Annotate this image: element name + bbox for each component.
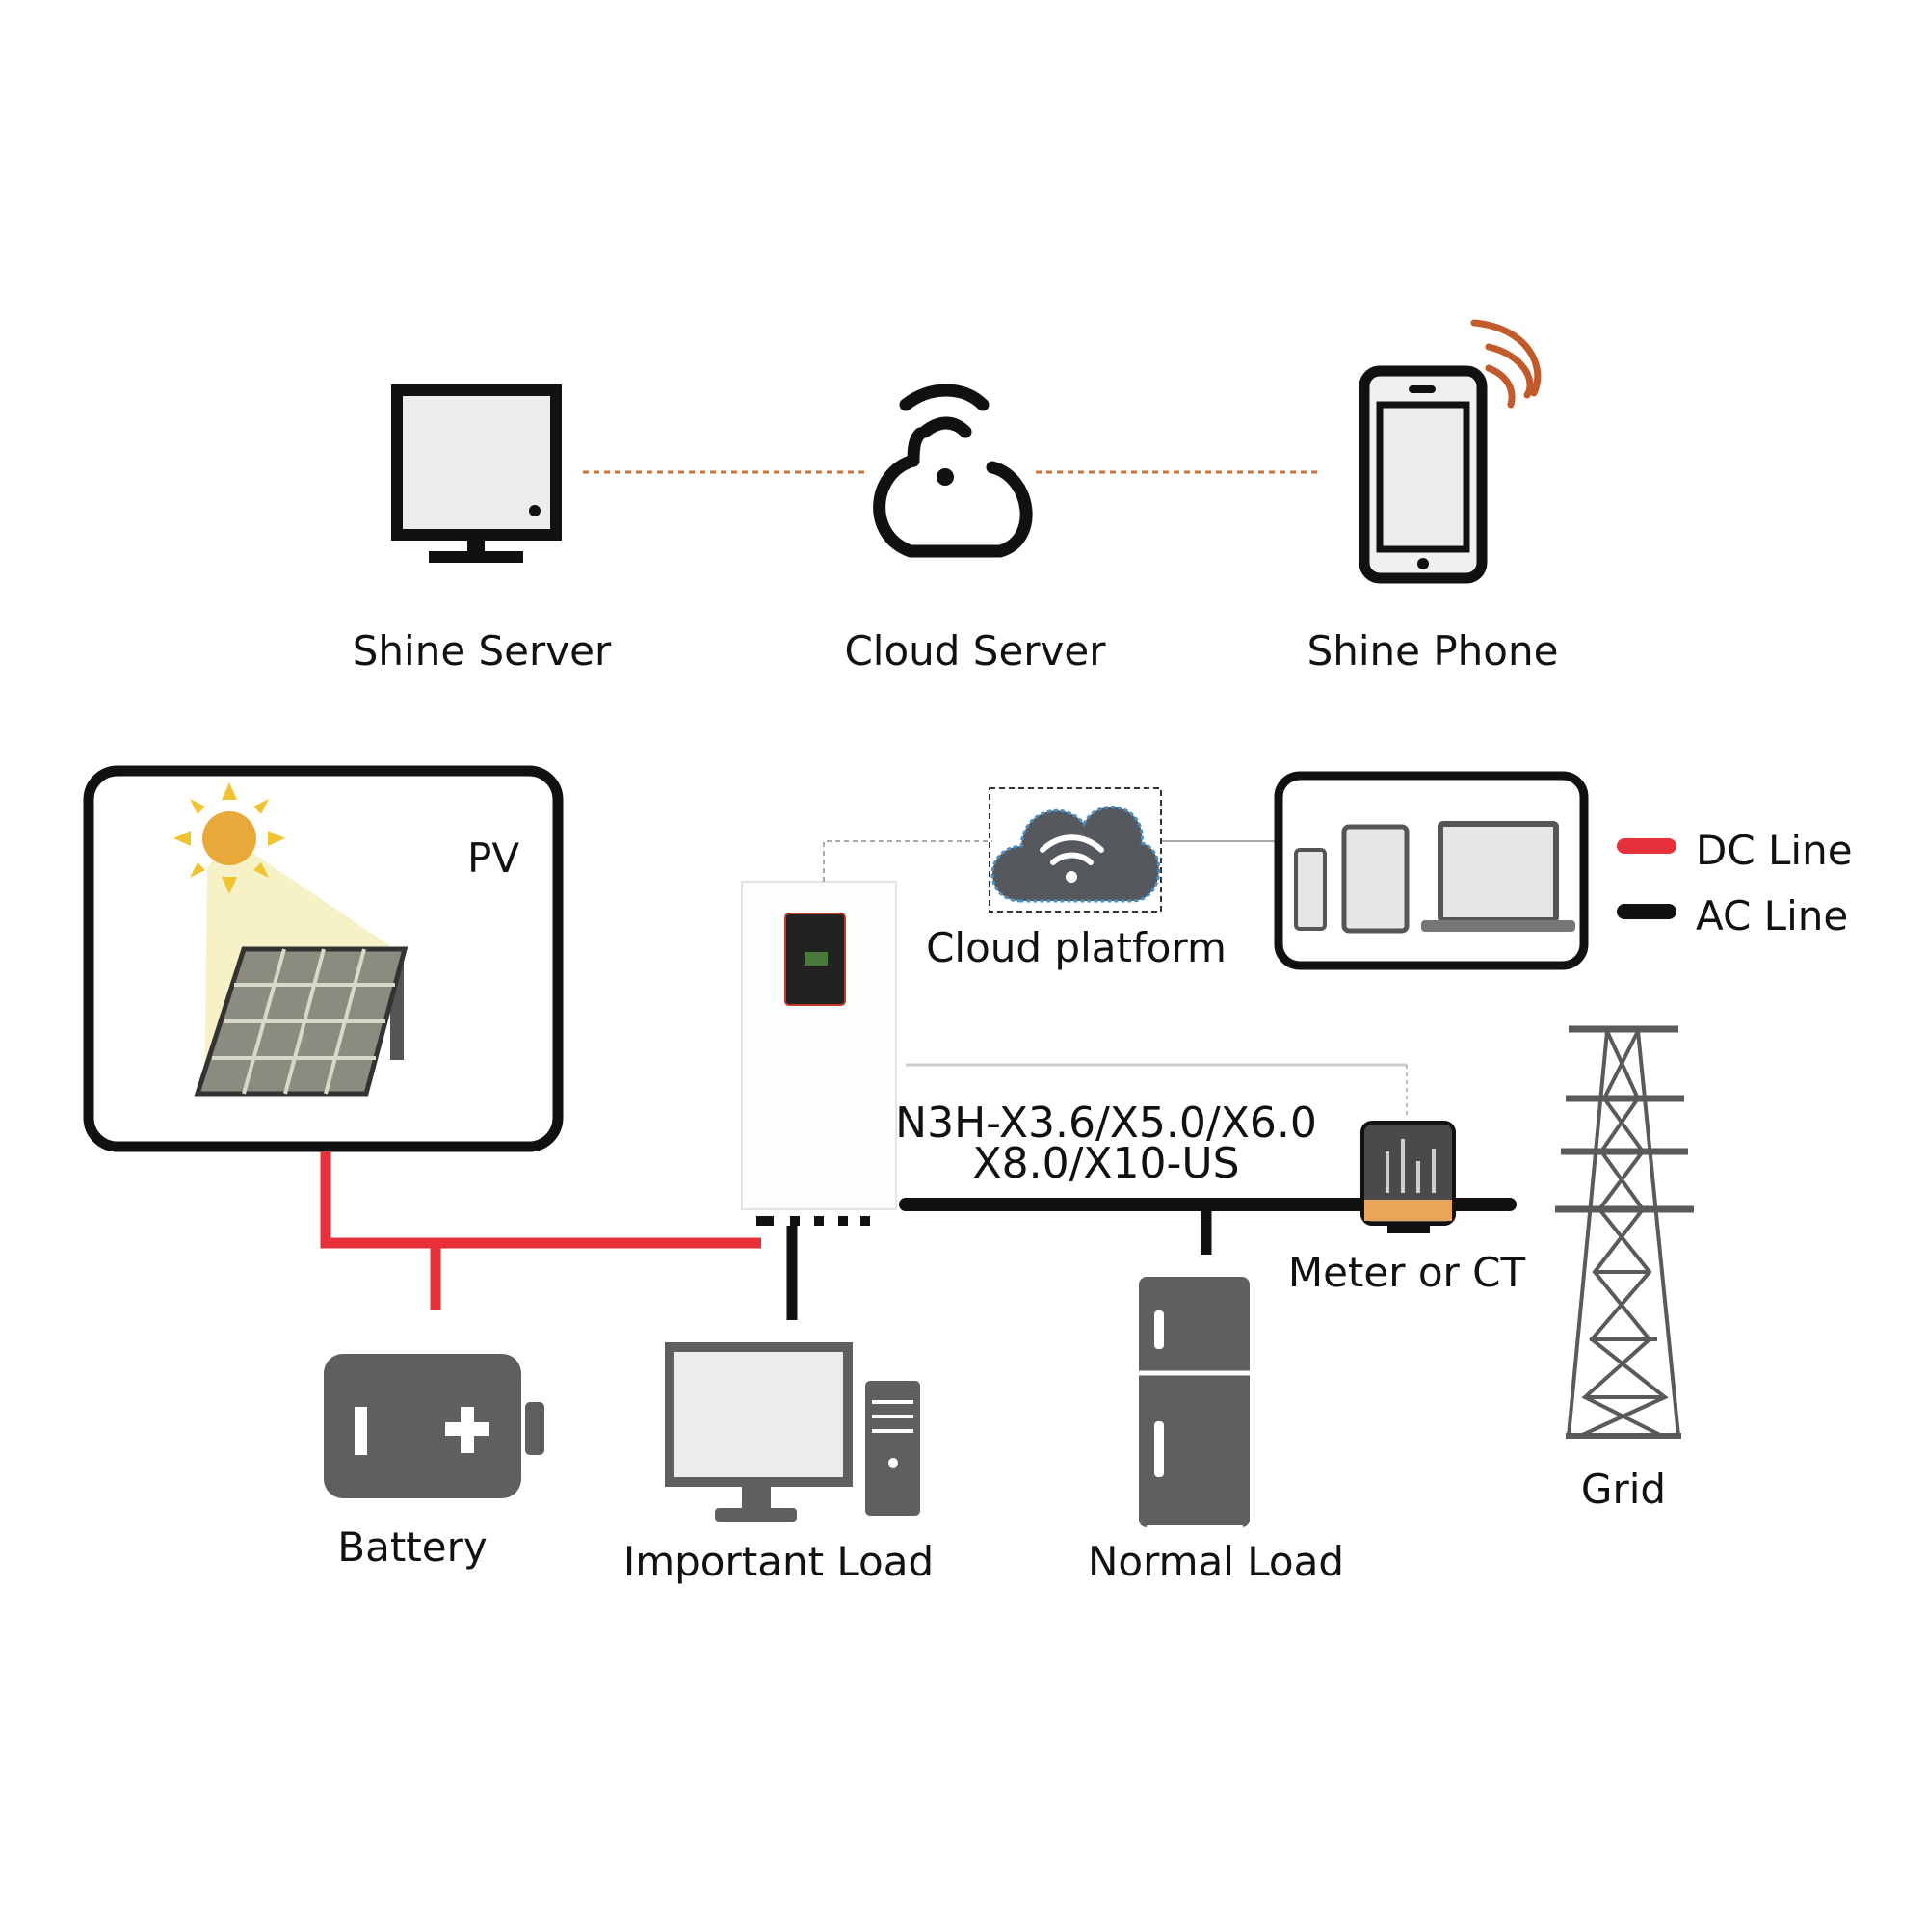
transmission-tower-icon bbox=[1555, 1025, 1694, 1439]
cloud-server-label: Cloud Server bbox=[844, 627, 1106, 675]
shine-phone-label: Shine Phone bbox=[1307, 627, 1559, 675]
cloud-platform-frame bbox=[989, 787, 1162, 913]
pv-label: PV bbox=[467, 834, 519, 882]
meter-label: Meter or CT bbox=[1288, 1249, 1526, 1296]
devices-icon bbox=[1294, 821, 1575, 934]
sun-icon bbox=[173, 782, 285, 894]
inverter-model-line1: N3H-X3.6/X5.0/X6.0 bbox=[895, 1098, 1317, 1148]
legend-dc-label: DC Line bbox=[1696, 827, 1853, 874]
battery-icon bbox=[324, 1354, 544, 1498]
cloud-platform-label: Cloud platform bbox=[926, 924, 1227, 971]
important-load-label: Important Load bbox=[623, 1538, 934, 1585]
smartphone-icon bbox=[1359, 365, 1488, 584]
legend-dc-swatch bbox=[1617, 838, 1676, 854]
cloud-server-dot bbox=[937, 468, 954, 486]
sunlight-beam bbox=[204, 838, 395, 1089]
battery-label: Battery bbox=[337, 1523, 487, 1571]
cloud-platform-icon bbox=[990, 806, 1161, 903]
signal-waves-icon bbox=[1470, 319, 1542, 409]
desktop-computer-icon bbox=[665, 1342, 920, 1522]
meter-icon bbox=[1360, 1121, 1456, 1233]
inverter-model-line2: X8.0/X10-US bbox=[972, 1139, 1239, 1188]
legend-ac-label: AC Line bbox=[1696, 892, 1848, 940]
monitor-icon bbox=[391, 384, 562, 563]
legend-ac-swatch bbox=[1617, 904, 1676, 919]
link-inverter-cloud bbox=[823, 840, 992, 882]
solar-panel-icon bbox=[194, 946, 409, 1097]
normal-load-label: Normal Load bbox=[1088, 1538, 1344, 1585]
dc-line bbox=[320, 1151, 761, 1249]
grid-label: Grid bbox=[1581, 1466, 1666, 1513]
inverter-screen bbox=[805, 952, 828, 966]
shine-server-label: Shine Server bbox=[353, 627, 612, 675]
cloud-wifi-icon bbox=[873, 384, 1033, 558]
inverter-ports bbox=[756, 1216, 870, 1226]
refrigerator-icon bbox=[1139, 1277, 1250, 1529]
